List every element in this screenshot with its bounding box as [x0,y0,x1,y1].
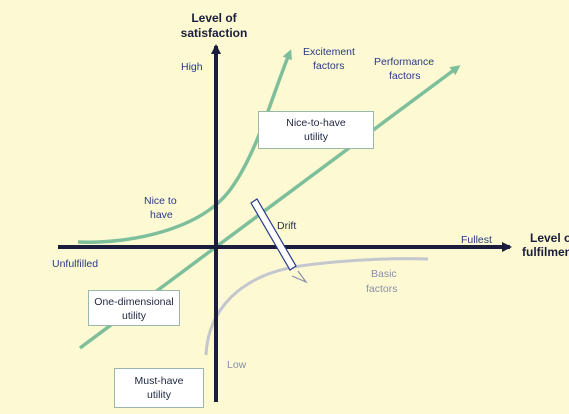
performance-label-line2: factors [389,70,421,82]
x-axis-title-line1: Level of [530,231,569,245]
nice-to-have-utility-line2: utility [304,131,328,143]
one-dimensional-utility-line2: utility [122,310,146,322]
nice-to-have-label-line2: have [150,209,173,221]
drift-bar [250,198,297,271]
drift-label: Drift [277,220,296,232]
nice-to-have-utility-box: Nice-to-have utility [258,111,374,149]
unfulfilled-label: Unfulfilled [52,258,98,270]
one-dimensional-utility-line1: One-dimensional [94,296,174,308]
excitement-label-line2: factors [313,60,345,72]
excitement-factors-curve [77,49,292,244]
performance-label-line1: Performance [374,56,434,68]
high-label: High [181,61,203,73]
y-axis-title-line1: Level of [191,11,237,25]
basic-label-line2: factors [366,283,398,295]
fullest-label: Fullest [461,234,492,246]
low-label: Low [227,359,247,371]
basic-label-line1: Basic [371,268,397,280]
x-axis-title-line2: fulfilment [522,245,569,259]
must-have-utility-line2: utility [147,389,171,401]
y-axis-title-line2: satisfaction [181,26,248,40]
nice-to-have-utility-line1: Nice-to-have [286,117,346,129]
one-dimensional-utility-box: One-dimensional utility [88,290,180,326]
drift-arrow-icon [291,270,308,284]
nice-to-have-label-line1: Nice to [144,195,177,207]
must-have-utility-line1: Must-have [134,375,184,387]
excitement-label-line1: Excitement [303,46,355,58]
must-have-utility-box: Must-have utility [114,368,204,408]
